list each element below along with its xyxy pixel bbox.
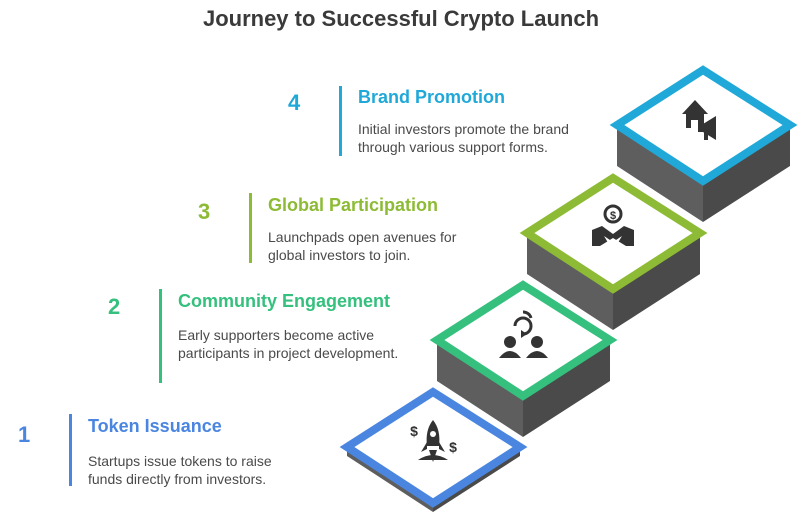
svg-text:$: $ <box>449 439 457 455</box>
step-4-title: Brand Promotion <box>358 87 505 107</box>
step-1-title: Token Issuance <box>88 416 222 436</box>
step-2-number: 2 <box>108 294 121 319</box>
step-3-divider <box>249 193 252 263</box>
stair-block-1 <box>339 387 528 512</box>
svg-text:$: $ <box>410 423 418 439</box>
step-3-description: Launchpads open avenues for global inves… <box>268 229 457 263</box>
step-3-title: Global Participation <box>268 195 439 215</box>
house-megaphone-icon <box>682 100 716 140</box>
step-1-description: Startups issue tokens to raise funds dir… <box>88 453 272 487</box>
step-2-divider <box>159 289 162 383</box>
handshake-icon: $ <box>592 204 634 246</box>
step-1-divider <box>69 414 72 486</box>
step-2-title: Community Engagement <box>178 291 391 311</box>
stair-block-3 <box>519 173 708 330</box>
step-3-number: 3 <box>198 199 211 224</box>
page-title: Journey to Successful Crypto Launch <box>202 6 600 31</box>
step-4-description: Initial investors promote the brand thro… <box>358 121 569 155</box>
step-4-number: 4 <box>288 90 301 115</box>
step-1-number: 1 <box>18 422 31 447</box>
rocket-dollar-icon: $ $ <box>410 420 457 462</box>
step-2-description: Early supporters become active participa… <box>178 327 399 361</box>
stair-block-2 <box>429 280 618 437</box>
svg-text:$: $ <box>610 210 616 222</box>
step-4-divider <box>339 86 342 156</box>
community-sync-icon <box>499 310 548 358</box>
